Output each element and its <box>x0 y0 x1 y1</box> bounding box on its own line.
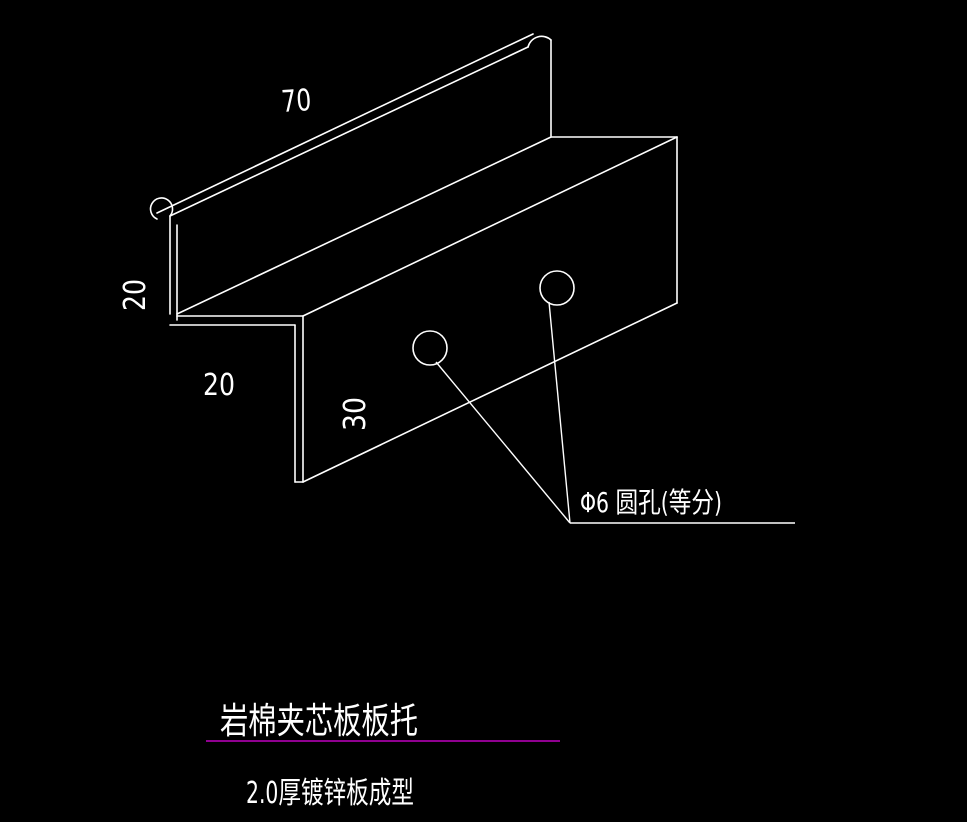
hole-right <box>539 270 575 306</box>
dim-top-length: 70 <box>280 83 312 120</box>
leader-from-left-hole <box>435 361 571 524</box>
step-long-edge <box>302 136 678 317</box>
leader-lines <box>435 301 795 524</box>
holes <box>412 270 575 366</box>
back-top-curl <box>527 35 552 48</box>
hole-left <box>412 330 448 366</box>
top-long-edge <box>156 33 534 214</box>
front-bottom-long <box>302 302 678 483</box>
dim-front-height: 30 <box>338 397 373 431</box>
top-long-edge-lower <box>169 46 529 217</box>
bracket-outline <box>149 33 678 483</box>
hole-note-label: Φ6 圆孔(等分) <box>580 486 722 519</box>
drawing-title: 岩棉夹芯板板托 <box>220 701 418 742</box>
leader-from-right-hole <box>548 301 571 524</box>
top-hem-curl <box>149 197 174 220</box>
drawing-subtitle: 2.0厚镀锌板成型 <box>246 776 414 811</box>
back-face-bottom <box>176 136 552 315</box>
dim-left-height: 20 <box>118 279 153 311</box>
dim-step-width: 20 <box>203 368 235 403</box>
